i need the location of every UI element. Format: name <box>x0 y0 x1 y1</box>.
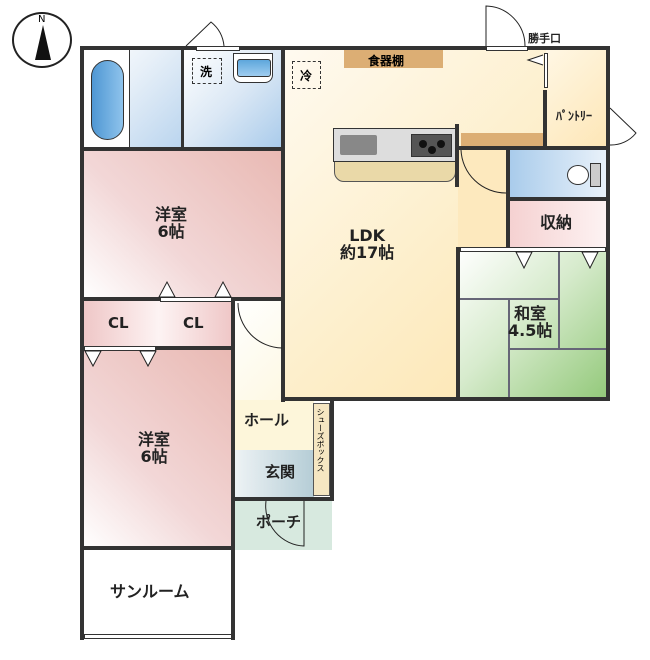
wall <box>231 297 235 640</box>
pantry-label: ﾊﾟﾝﾄﾘｰ <box>556 109 593 123</box>
sink <box>340 135 377 155</box>
sunroom-label: サンルーム <box>110 582 190 601</box>
wall <box>281 46 285 402</box>
wall <box>506 197 610 201</box>
porch-label: ポーチ <box>256 513 302 531</box>
hall-lower <box>234 400 314 450</box>
wash-basin <box>233 53 273 83</box>
western-room-1 <box>84 150 282 298</box>
western-room-2-label: 洋室 6帖 <box>138 430 171 466</box>
fridge-label: 冷 <box>300 69 313 83</box>
compass-north-label: N <box>38 14 46 25</box>
dish-cupboard-label: 食器棚 <box>368 54 405 68</box>
wall <box>456 247 460 401</box>
wall <box>80 346 234 350</box>
storage-label: 収納 <box>540 213 573 232</box>
ldk-label: LDK 約17帖 <box>340 226 395 262</box>
stove <box>411 134 452 157</box>
window <box>460 247 606 252</box>
dish-cupboard: 食器棚 <box>344 50 443 68</box>
fridge: 冷 <box>292 61 321 89</box>
wall <box>181 46 184 150</box>
window <box>84 634 232 639</box>
wall <box>281 397 610 401</box>
pantry <box>546 50 608 148</box>
burner-icon <box>419 140 445 154</box>
window <box>196 46 240 51</box>
wall <box>80 46 84 640</box>
window <box>160 297 232 302</box>
kitchen-back-counter <box>461 133 546 148</box>
shoe-box-label: シューズボックス <box>316 408 325 472</box>
closet-1-label: CL <box>108 314 129 332</box>
wall <box>543 90 547 150</box>
north-compass: N <box>12 12 72 68</box>
japanese-room-label: 和室 4.5帖 <box>508 304 553 340</box>
washing-machine: 洗 <box>192 58 222 84</box>
closet-2-label: CL <box>183 314 204 332</box>
wall <box>606 46 610 401</box>
entrance <box>234 450 314 498</box>
hall-label: ホール <box>244 411 290 429</box>
north-arrow-icon <box>35 25 51 60</box>
wall <box>459 146 610 150</box>
back-door-label: 勝手口 <box>528 32 561 45</box>
tatami-lines <box>458 250 608 398</box>
wall <box>330 397 334 500</box>
wall <box>80 46 610 50</box>
kitchen-partition <box>455 124 459 187</box>
shoe-box: シューズボックス <box>313 403 330 496</box>
western-room-2 <box>84 350 232 547</box>
window <box>544 53 548 88</box>
bathtub <box>91 60 124 140</box>
wall <box>80 147 284 151</box>
window <box>486 46 528 51</box>
ldk-lower-right-fill <box>458 148 508 248</box>
toilet <box>567 165 589 185</box>
wall <box>231 497 334 501</box>
washing-machine-label: 洗 <box>200 65 213 79</box>
japanese-room <box>458 250 608 398</box>
toilet-tank <box>590 163 601 187</box>
closet-1 <box>84 301 159 346</box>
closet-2 <box>159 301 232 346</box>
entrance-label: 玄関 <box>265 463 296 481</box>
storage <box>509 201 608 248</box>
window <box>84 346 156 351</box>
sunroom <box>84 549 232 637</box>
western-room-1-label: 洋室 6帖 <box>155 205 188 241</box>
wall <box>80 546 235 550</box>
